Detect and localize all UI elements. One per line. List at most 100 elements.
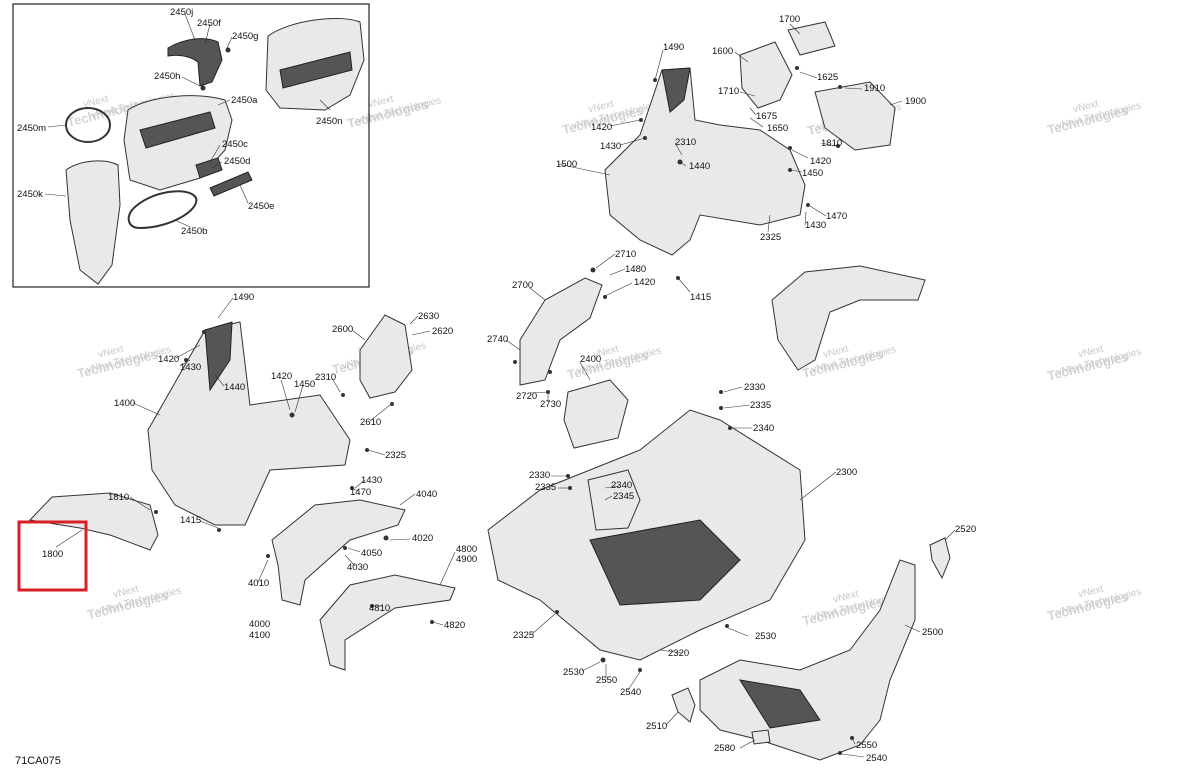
- callout-label: 1420: [810, 156, 831, 167]
- callout-label: 1675: [756, 111, 777, 122]
- callout-label: 2580: [714, 743, 735, 754]
- callout-label: 2330: [529, 470, 550, 481]
- diagram-code: 71CA075: [15, 755, 61, 767]
- callout-label: 2450h: [154, 71, 180, 82]
- callout-label: 4810: [369, 603, 390, 614]
- part-1500-front-fascia: [604, 67, 806, 256]
- inset-frame: [12, 3, 370, 288]
- callout-label: 2450j: [170, 7, 193, 18]
- callout-label: 2520: [955, 524, 976, 535]
- leader-lines: [44, 13, 956, 758]
- callout-label: 1430: [805, 220, 826, 231]
- callout-label: 2540: [866, 753, 887, 764]
- callout-label: 4040: [416, 489, 437, 500]
- callout-label: 1910: [864, 83, 885, 94]
- callout-label: 1650: [767, 123, 788, 134]
- callout-label: 1430: [361, 475, 382, 486]
- callout-label: 2450f: [197, 18, 221, 29]
- callout-label: 2325: [760, 232, 781, 243]
- watermark: vNext Technologies vNext Technologies: [1046, 584, 1143, 624]
- callout-label: 1415: [690, 292, 711, 303]
- callout-label: 2450m: [17, 123, 46, 134]
- callout-label: 4050: [361, 548, 382, 559]
- callout-label: 2540: [620, 687, 641, 698]
- callout-label: 1420: [634, 277, 655, 288]
- callout-label: 2530: [563, 667, 584, 678]
- callout-label: 2450n: [316, 116, 342, 127]
- part-2600-bracket: [359, 314, 413, 399]
- callout-label: 4010: [248, 578, 269, 589]
- callout-label: 1900: [905, 96, 926, 107]
- callout-label: 2335: [750, 400, 771, 411]
- callout-label: 2450d: [224, 156, 250, 167]
- watermark: vNext Technologies vNext Technologies: [566, 344, 663, 383]
- callout-label: 1490: [663, 42, 684, 53]
- callout-label: 2450c: [222, 139, 248, 150]
- callout-label: 2310: [315, 372, 336, 383]
- part-1800-side-panel: [28, 492, 159, 551]
- callout-label: 2300: [836, 467, 857, 478]
- callout-label: 1415: [180, 515, 201, 526]
- callout-label: 2330: [744, 382, 765, 393]
- callout-label: 1810: [821, 138, 842, 149]
- callout-label: 1430: [600, 141, 621, 152]
- callout-label: 1420: [591, 122, 612, 133]
- callout-label: 2320: [668, 648, 689, 659]
- watermark: vNext Technologies vNext Technologies: [86, 584, 183, 623]
- callout-label: 2730: [540, 399, 561, 410]
- callout-label: 4100: [249, 630, 270, 641]
- callout-label: 2630: [418, 311, 439, 322]
- watermark: vNext Technologies vNext Technologies: [346, 94, 443, 132]
- part-4000-fender-bracket: [271, 499, 456, 671]
- callout-label: 1470: [350, 487, 371, 498]
- callout-label: 2450a: [231, 95, 258, 106]
- callout-label: 2310: [675, 137, 696, 148]
- callout-label: 2325: [513, 630, 534, 641]
- part-2800-right-fender: [771, 265, 926, 371]
- callout-label: 1490: [233, 292, 254, 303]
- part-2300-cargo-box: [487, 409, 806, 661]
- callout-label: 2620: [432, 326, 453, 337]
- callout-label: 4800: [456, 544, 477, 555]
- callout-label: 4020: [412, 533, 433, 544]
- callout-label: 1700: [779, 14, 800, 25]
- callout-label: 2325: [385, 450, 406, 461]
- part-2500-rear-frame: [699, 559, 916, 761]
- callout-label: 1400: [114, 398, 135, 409]
- callout-label: 1440: [224, 382, 245, 393]
- callout-label: 1450: [802, 168, 823, 179]
- callout-label: 4030: [347, 562, 368, 573]
- callout-label: 1625: [817, 72, 838, 83]
- callout-label: 2740: [487, 334, 508, 345]
- part-1400-front-body: [147, 321, 351, 526]
- callout-label: 1470: [826, 211, 847, 222]
- callout-label: 1450: [294, 379, 315, 390]
- callout-label: 2450b: [181, 226, 207, 237]
- callout-label: 4820: [444, 620, 465, 631]
- callout-label: 1710: [718, 86, 739, 97]
- callout-label: 1600: [712, 46, 733, 57]
- callout-label: 1800: [42, 549, 63, 560]
- callout-label: 4000: [249, 619, 270, 630]
- seal-ring-2450b: [127, 190, 198, 230]
- callout-label: 1500: [556, 159, 577, 170]
- callout-label: 2710: [615, 249, 636, 260]
- part-2700-bracket: [519, 277, 603, 386]
- callout-label: 2345: [613, 491, 634, 502]
- watermark: vNext Technologies vNext Technologies: [1046, 344, 1143, 384]
- callout-label: 1420: [158, 354, 179, 365]
- callout-label: 2400: [580, 354, 601, 365]
- watermark: vNext Technologies vNext Technologies: [1046, 99, 1143, 138]
- callout-label: 4900: [456, 554, 477, 565]
- decal-parts: [671, 537, 951, 745]
- callout-label: 2700: [512, 280, 533, 291]
- callout-label: 2550: [596, 675, 617, 686]
- callout-label: 2530: [755, 631, 776, 642]
- callout-label: 1420: [271, 371, 292, 382]
- callout-labels: 2450j 2450f 2450g 2450h 2450a 2450m 2450…: [17, 7, 976, 764]
- callout-label: 1440: [689, 161, 710, 172]
- part-2450-inset-drawing: [65, 17, 365, 285]
- callout-label: 1430: [180, 362, 201, 373]
- callout-label: 2340: [753, 423, 774, 434]
